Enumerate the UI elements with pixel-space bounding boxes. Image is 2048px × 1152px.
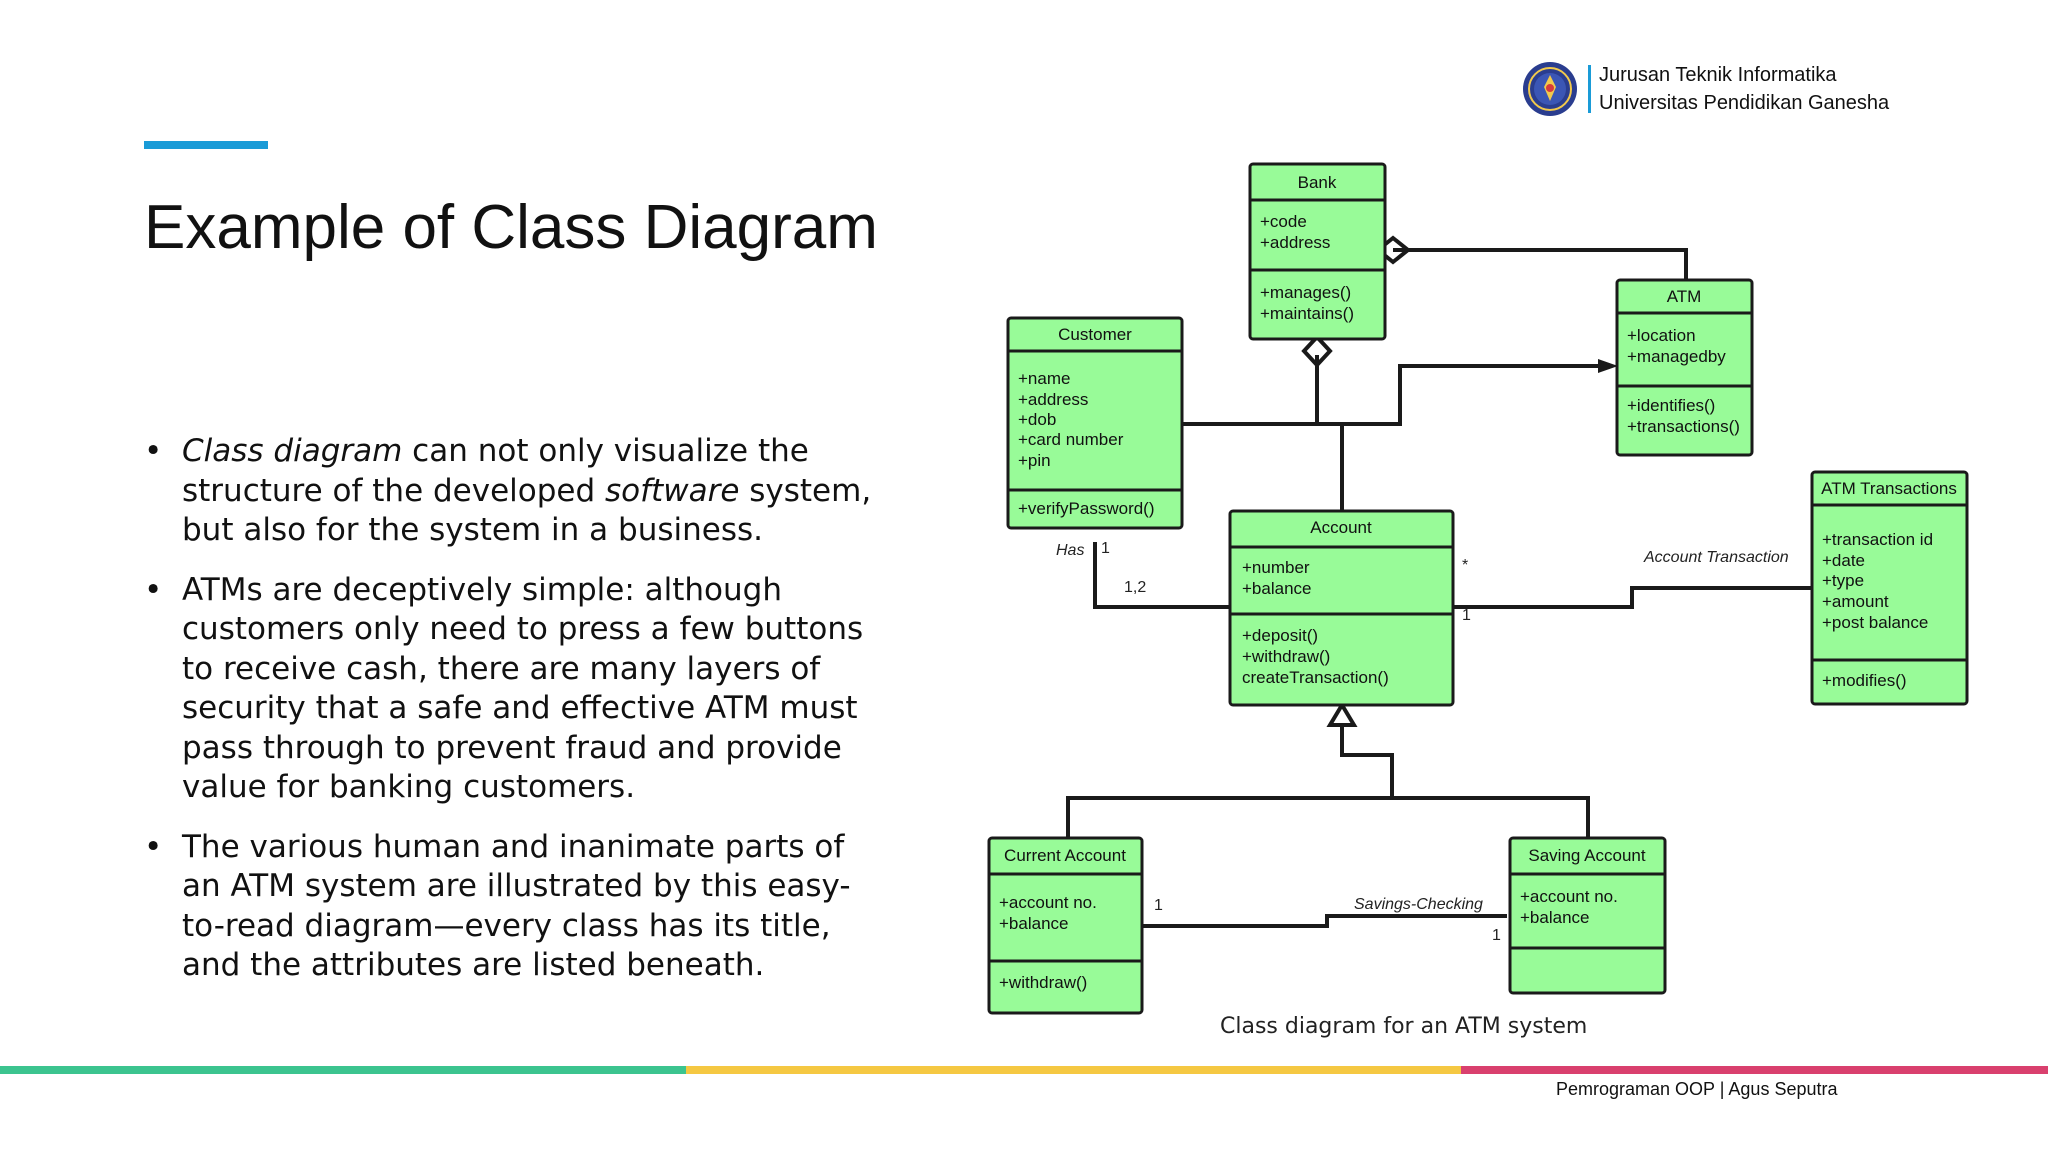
university-name: Universitas Pendidikan Ganesha xyxy=(1599,92,1890,114)
atm-class: ATM +location +managedby +identifies() +… xyxy=(1615,278,1754,457)
account-atm-line xyxy=(1342,364,1610,426)
customer-account-has-line xyxy=(1093,542,1230,609)
current-account-class: Current Account +account no. +balance +w… xyxy=(987,836,1144,1015)
class-attribute: +pin xyxy=(1018,451,1051,470)
bottom-color-bars xyxy=(0,1066,2048,1074)
class-method: +verifyPassword() xyxy=(1018,499,1155,518)
bullet-item: Class diagram can not only visualize the… xyxy=(144,432,884,551)
class-method: +modifies() xyxy=(1822,671,1907,690)
class-box xyxy=(1228,509,1455,707)
class-method: +manages() xyxy=(1260,283,1351,302)
has-multiplicity-customer: 1 xyxy=(1101,540,1110,557)
savings-checking-line xyxy=(1142,914,1507,928)
class-box xyxy=(1615,278,1754,457)
has-label: Has xyxy=(1056,542,1084,559)
title-accent-bar xyxy=(144,141,268,149)
class-attribute: +number xyxy=(1242,558,1310,577)
savings-checking-multiplicity-right: 1 xyxy=(1492,927,1501,944)
class-method: +withdraw() xyxy=(1242,647,1330,666)
bottom-bar-pink xyxy=(1461,1066,2048,1074)
class-attribute: +address xyxy=(1260,233,1330,252)
bullet-text: can not only visualize the structure of … xyxy=(182,433,809,509)
class-box xyxy=(1006,316,1184,530)
class-attribute: +date xyxy=(1822,551,1865,570)
institution-header: Jurusan Teknik Informatika Universitas P… xyxy=(1522,58,1889,120)
class-title: Bank xyxy=(1298,173,1337,192)
bullet-emphasis: Class diagram xyxy=(182,433,403,469)
department-name: Jurusan Teknik Informatika xyxy=(1599,64,1837,86)
class-box xyxy=(1810,470,1969,706)
class-attribute: +transaction id xyxy=(1822,530,1933,549)
class-method: +transactions() xyxy=(1627,417,1740,436)
class-attribute: +account no. xyxy=(1520,887,1618,906)
class-title: ATM xyxy=(1667,287,1702,306)
class-box xyxy=(987,836,1144,1015)
class-attribute: +type xyxy=(1822,571,1864,590)
page-title: Example of Class Diagram xyxy=(144,193,878,262)
savings-checking-multiplicity-left: 1 xyxy=(1154,897,1163,914)
footer-credit: Pemrograman OOP | Agus Seputra xyxy=(1556,1079,1838,1099)
saving-account-class: Saving Account +account no. +balance xyxy=(1508,836,1667,995)
generalization-saving-line xyxy=(1392,796,1590,838)
bullet-item: The various human and inanimate parts of… xyxy=(144,828,884,986)
savings-checking-label: Savings-Checking xyxy=(1354,896,1483,913)
diagram-connectors xyxy=(1066,235,1812,928)
class-attribute: +dob xyxy=(1018,410,1056,429)
bank-atm-aggregation-line xyxy=(1393,248,1688,280)
class-title: Account xyxy=(1310,518,1372,537)
class-attribute: +amount xyxy=(1822,592,1889,611)
bank-class: Bank +code +address +manages() +maintain… xyxy=(1248,162,1387,341)
bullet-text: The various human and inanimate parts of… xyxy=(182,828,851,984)
class-attribute: +balance xyxy=(1242,579,1311,598)
account-class: Account +number +balance +deposit() +wit… xyxy=(1228,509,1455,707)
class-method: +withdraw() xyxy=(999,973,1087,992)
customer-account-line xyxy=(1182,422,1344,510)
class-box xyxy=(1508,836,1667,995)
bullet-text: ATMs are deceptively simple: although cu… xyxy=(182,571,864,806)
class-title: ATM Transactions xyxy=(1821,479,1957,498)
class-method: +identifies() xyxy=(1627,396,1715,415)
bullet-item: ATMs are deceptively simple: although cu… xyxy=(144,571,884,808)
account-transaction-multiplicity-star: * xyxy=(1462,557,1468,574)
account-transaction-multiplicity-one: 1 xyxy=(1462,607,1471,624)
class-attribute: +location xyxy=(1627,326,1696,345)
account-transaction-line xyxy=(1453,586,1812,609)
generalization-current-line xyxy=(1066,713,1394,838)
diagram-caption: Class diagram for an ATM system xyxy=(1220,1014,1588,1039)
class-diagram: Bank +code +address +manages() +maintain… xyxy=(987,162,1969,1015)
university-logo-icon xyxy=(1523,62,1577,116)
account-atm-arrowhead xyxy=(1598,359,1618,373)
bullet-text: system, but also for the system in a bus… xyxy=(182,472,872,549)
class-attribute: +name xyxy=(1018,369,1070,388)
class-attribute: +code xyxy=(1260,212,1307,231)
institution-name: Jurusan Teknik Informatika Universitas P… xyxy=(1599,61,1889,117)
class-attribute: +account no. xyxy=(999,893,1097,912)
class-method: +deposit() xyxy=(1242,626,1318,645)
has-multiplicity-account: 1,2 xyxy=(1124,579,1146,596)
bottom-bar-green xyxy=(0,1066,686,1074)
atm-transactions-class: ATM Transactions +transaction id +date +… xyxy=(1810,470,1969,706)
class-attribute: +card number xyxy=(1018,430,1124,449)
class-attribute: +managedby xyxy=(1627,347,1726,366)
class-attribute: +balance xyxy=(1520,908,1589,927)
generalization-triangle xyxy=(1326,701,1358,727)
class-title: Saving Account xyxy=(1528,846,1645,865)
bank-account-aggregation-diamond xyxy=(1301,334,1333,368)
customer-class: Customer +name +address +dob +card numbe… xyxy=(1006,316,1184,530)
class-attribute: +address xyxy=(1018,390,1088,409)
class-method: +maintains() xyxy=(1260,304,1354,323)
class-method: createTransaction() xyxy=(1242,668,1389,687)
account-transaction-label: Account Transaction xyxy=(1643,549,1789,566)
class-title: Customer xyxy=(1058,325,1132,344)
bank-atm-aggregation-diamond xyxy=(1374,235,1412,265)
class-box xyxy=(1248,162,1387,341)
class-attribute: +post balance xyxy=(1822,613,1928,632)
class-title: Current Account xyxy=(1004,846,1126,865)
header-separator xyxy=(1588,65,1591,113)
bullet-emphasis: software xyxy=(605,472,740,509)
bottom-bar-yellow xyxy=(686,1066,1461,1074)
bullet-list: Class diagram can not only visualize the… xyxy=(144,432,884,1006)
class-attribute: +balance xyxy=(999,914,1068,933)
